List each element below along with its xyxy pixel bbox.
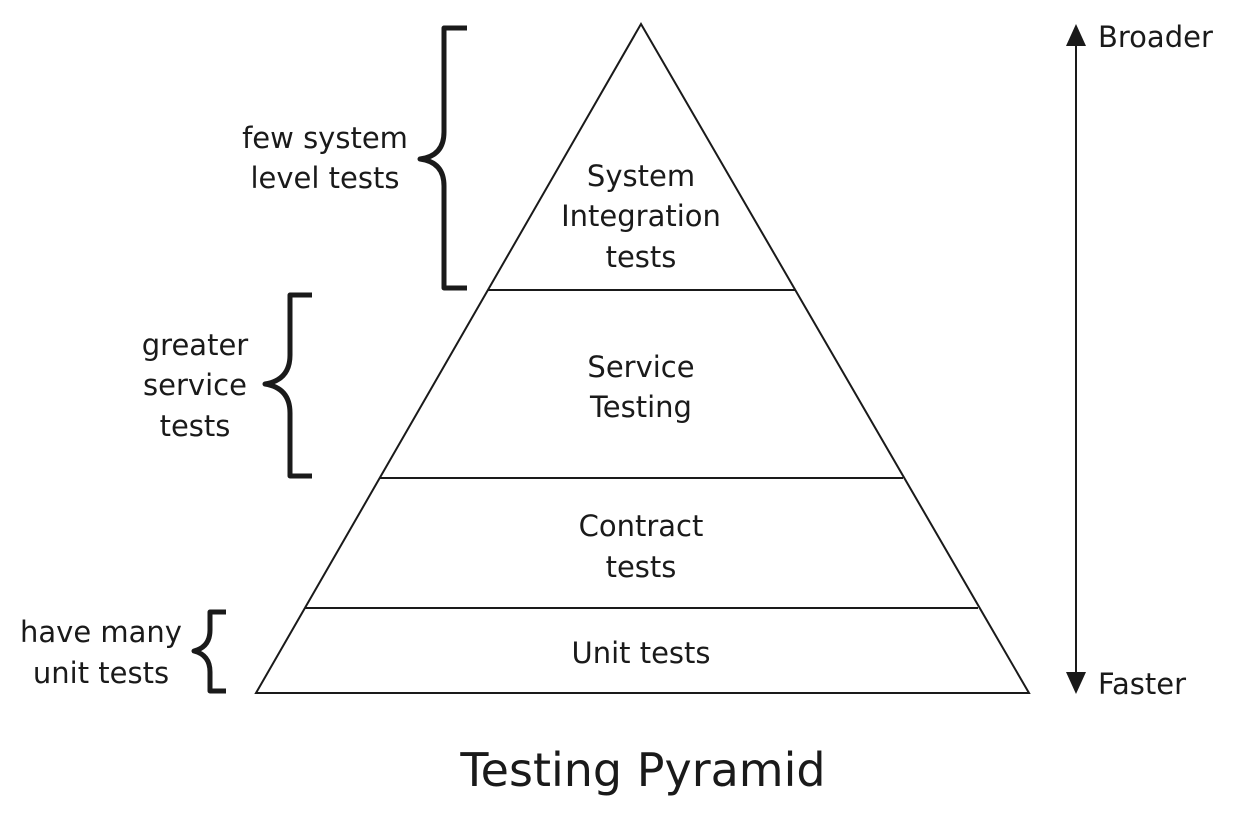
note-line: level tests bbox=[251, 161, 400, 195]
note-line: few system bbox=[242, 121, 408, 155]
axis-bottom-label: Faster bbox=[1098, 667, 1186, 701]
layer-line: Integration bbox=[561, 199, 721, 233]
layer-line: System bbox=[587, 159, 695, 193]
layer-unit-tests-label: Unit tests bbox=[571, 636, 710, 670]
axis-top-label: Broader bbox=[1098, 20, 1213, 54]
diagram-title: Testing Pyramid bbox=[459, 743, 825, 797]
layer-service-testing-label: Service Testing bbox=[587, 350, 694, 424]
note-line: service bbox=[143, 368, 247, 402]
arrow-up-icon bbox=[1066, 24, 1086, 46]
note-line: greater bbox=[142, 328, 249, 362]
layer-line: Contract bbox=[579, 509, 704, 543]
note-line: tests bbox=[160, 409, 231, 443]
pyramid-outline bbox=[254, 22, 1031, 694]
layer-contract-tests-label: Contract tests bbox=[579, 509, 704, 584]
note-greater-service-tests: greater service tests bbox=[142, 328, 249, 443]
note-few-system-level-tests: few system level tests bbox=[242, 121, 408, 195]
layer-line: Testing bbox=[589, 390, 692, 424]
brace-unit bbox=[191, 609, 226, 694]
layer-line: tests bbox=[606, 550, 677, 584]
layer-line: Service bbox=[587, 350, 694, 384]
brace-service bbox=[262, 292, 312, 479]
note-line: have many bbox=[20, 615, 182, 649]
arrow-down-icon bbox=[1066, 672, 1086, 694]
layer-line: Unit tests bbox=[571, 636, 710, 670]
note-have-many-unit-tests: have many unit tests bbox=[20, 615, 182, 690]
note-line: unit tests bbox=[33, 656, 169, 690]
brace-system-level bbox=[417, 25, 467, 291]
layer-line: tests bbox=[606, 240, 677, 274]
layer-system-integration-label: System Integration tests bbox=[561, 159, 721, 274]
